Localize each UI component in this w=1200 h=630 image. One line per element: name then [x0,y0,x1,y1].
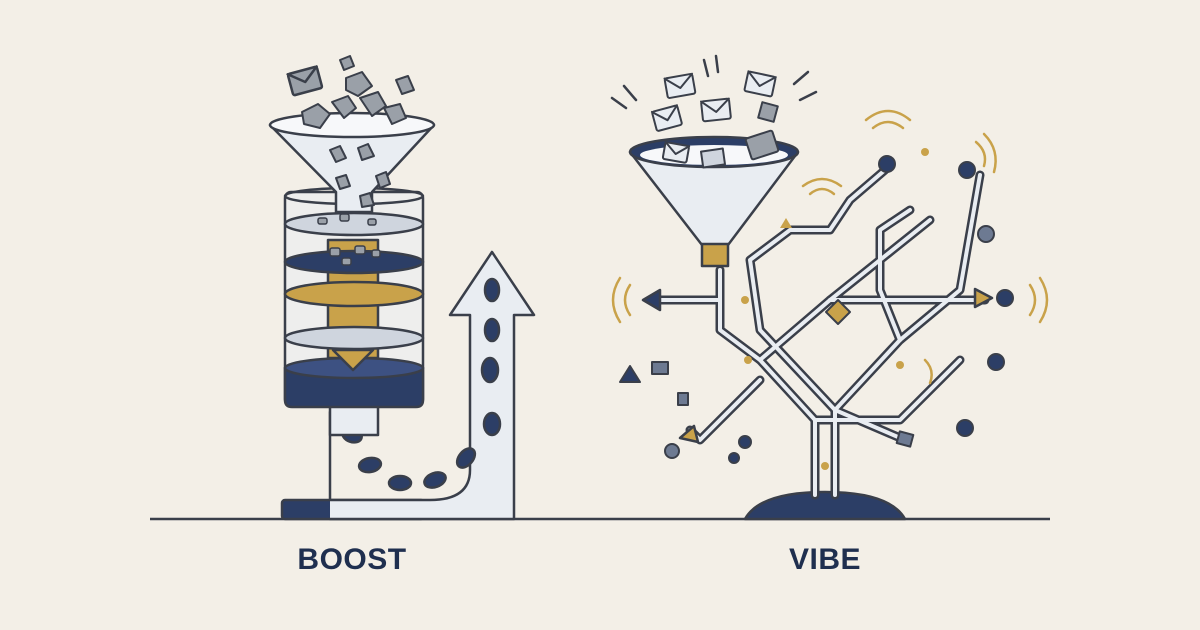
branching-tree-inner [648,168,987,497]
square-shape-2 [677,392,689,406]
envelope-icon [286,65,324,97]
upward-arrow-icon [328,250,536,521]
filter-disc-1 [283,211,425,237]
debris-icon [301,55,415,208]
column-stem [328,403,380,437]
right-arrowhead [973,287,994,309]
square-shape-3 [895,430,915,448]
boost-illustration [268,55,536,521]
filter-disc-4 [283,325,425,351]
pipe-pellets [341,277,502,492]
left-arrowhead [641,288,662,312]
square-shape-1 [651,361,669,375]
vibe-label: VIBE [788,543,862,576]
lower-arrowhead [678,424,700,444]
gold-dots [741,148,929,470]
filter-disc-2 [283,249,425,275]
triangle-shape [619,365,641,383]
boost-label: BOOST [297,543,407,576]
funnel-gold-neck [700,242,730,268]
funnel-rim [268,111,436,139]
disc-debris [317,213,381,266]
gold-triangle [780,218,792,228]
burst-lines [610,54,818,110]
envelope-icon [650,70,780,169]
vibe-illustration [610,54,1049,521]
signal-wave-icon [611,109,1049,385]
node-icon [664,155,1014,464]
filter-disc-3 [283,280,425,308]
tree-base-mound [743,490,907,521]
gold-junction [825,299,851,325]
